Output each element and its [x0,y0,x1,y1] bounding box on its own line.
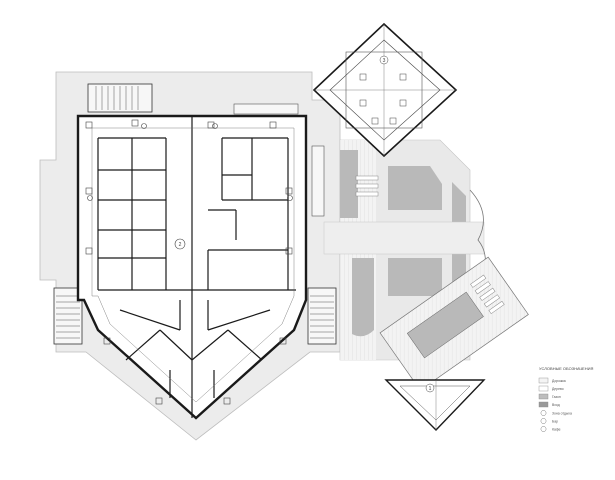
legend-swatch-1 [538,377,549,384]
pavilion-top-marker [379,55,389,65]
lawn-5 [388,258,442,296]
pavilion-bottom-marker-label: 1 [429,386,432,392]
legend-symbol-7 [540,426,547,432]
legend-item-3: Газон [538,393,561,400]
pavilion-bottom: 1 [384,379,486,432]
legend-label-4: Вход [552,403,560,407]
side-corridor [311,145,325,217]
legend-item-7: Кафе [540,426,561,432]
stair-right-steps [310,295,334,339]
stair-top-steps [95,86,139,110]
legend-label-6: Бар [552,420,558,424]
room-marker-label: 2 [179,242,182,248]
main-building: 2 [39,71,341,441]
pool-deck [379,256,529,391]
lawn-4 [352,258,374,337]
legend-item-2: Дерево [538,385,564,392]
legend-item-4: Вход [538,401,560,408]
legend-item-6: Бар [540,418,558,424]
room-marker [174,238,186,250]
legend: УСЛОВНЫЕ ОБОЗНАЧЕНИЯ Дорожка Дерево Газо… [538,366,593,432]
furniture [85,119,293,405]
legend-symbol-5 [540,410,547,416]
stair-left-steps [56,295,80,339]
lawn-2 [388,166,442,210]
pavilion-bottom-marker [425,383,435,393]
legend-label-2: Дерево [552,387,564,391]
lawn-3 [452,182,466,222]
legend-item-5: Зона отдыха [540,410,572,416]
legend-title: УСЛОВНЫЕ ОБОЗНАЧЕНИЯ [539,366,593,371]
legend-item-1: Дорожка [538,377,566,384]
inner-outline [91,127,295,403]
legend-label-7: Кафе [552,428,561,432]
legend-label-3: Газон [552,395,561,399]
sun-loungers [470,274,505,315]
main-path [323,221,485,255]
legend-swatch-2 [538,385,549,392]
legend-symbol-6 [540,418,547,424]
pavilion-top-furniture [359,73,407,125]
benches [355,175,379,197]
stair-right [307,287,337,345]
legend-swatch-4 [538,401,549,408]
pavilion-bottom-roof [384,379,486,432]
pavilion-top-marker-label: 3 [383,58,386,64]
legend-label-5: Зона отдыха [552,412,572,416]
pavilion-top: 3 [312,22,458,158]
legend-swatch-3 [538,393,549,400]
legend-label-1: Дорожка [552,379,566,383]
entrance-strip [233,103,299,115]
interior-partitions [97,116,296,418]
pavilion-bottom-inner [399,385,471,421]
pool [406,291,484,359]
lawn-1 [340,150,358,218]
